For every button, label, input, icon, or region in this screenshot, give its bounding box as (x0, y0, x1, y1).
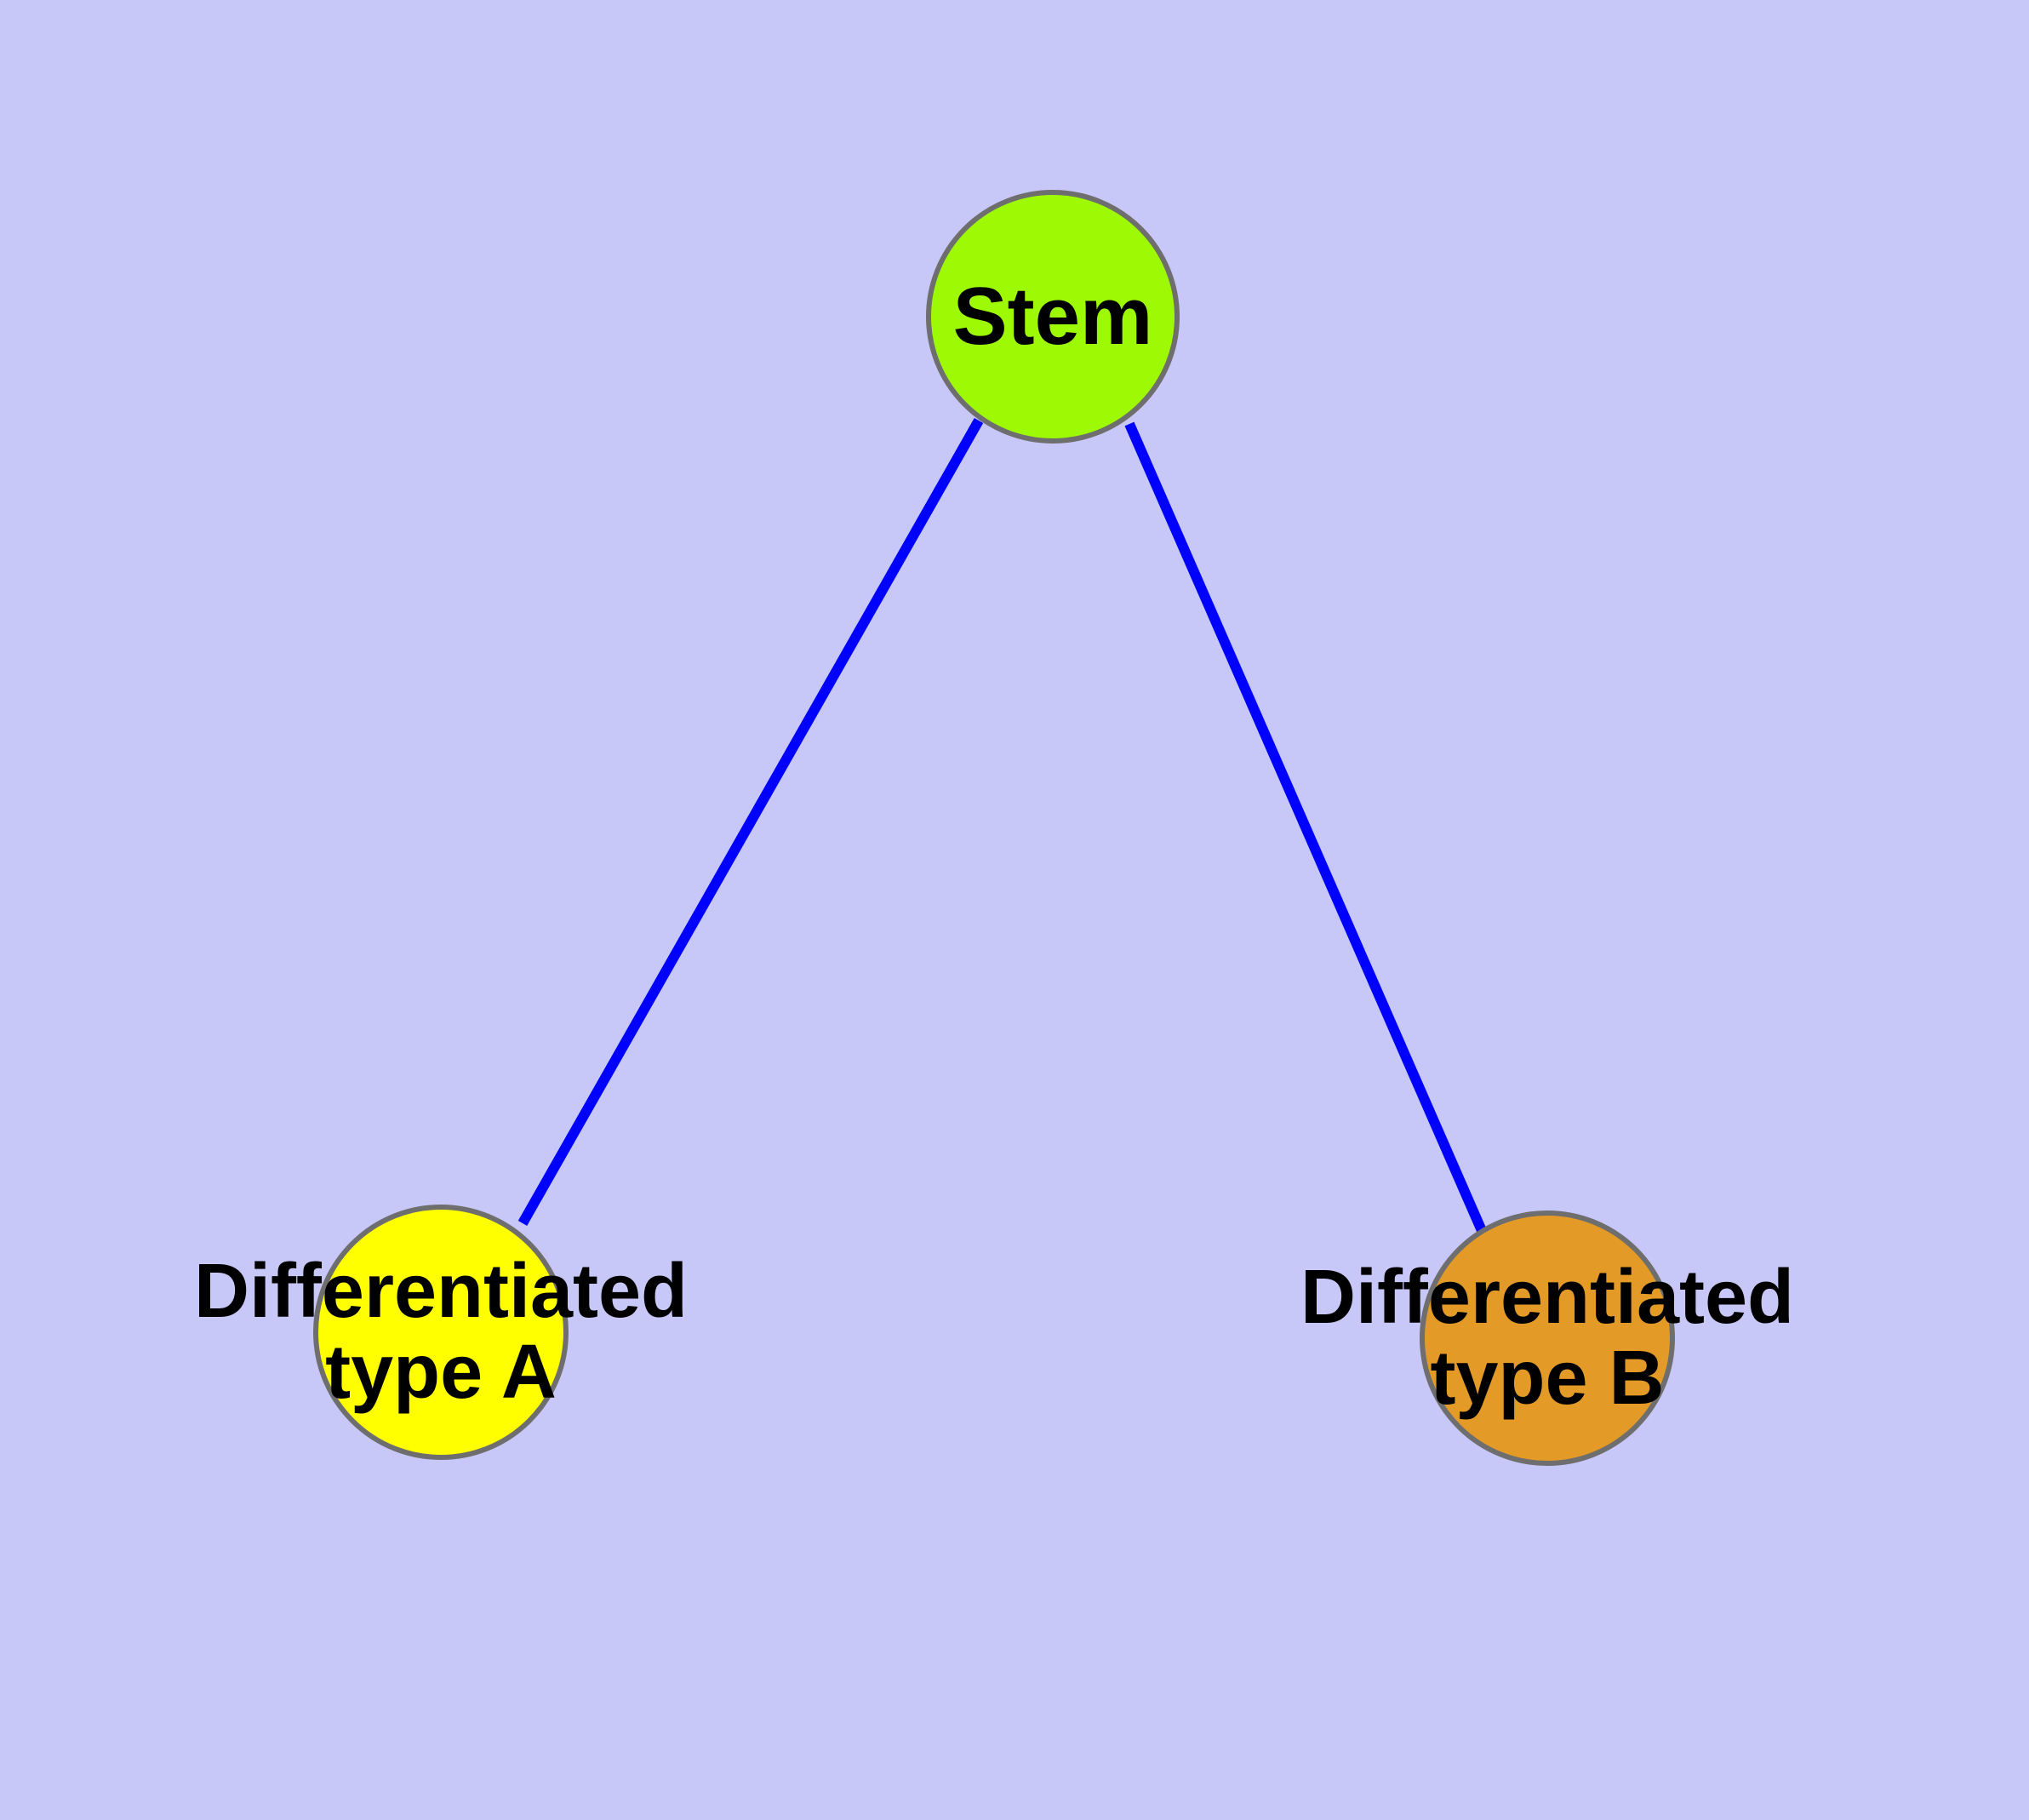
node-differentiated-type-a[interactable] (313, 1205, 569, 1460)
edge-stem-to-differentiated-type-b[interactable] (1124, 421, 1488, 1235)
node-stem[interactable] (926, 190, 1180, 444)
node-differentiated-type-b[interactable] (1420, 1210, 1675, 1466)
edge-stem-to-differentiated-type-a[interactable] (517, 418, 984, 1226)
